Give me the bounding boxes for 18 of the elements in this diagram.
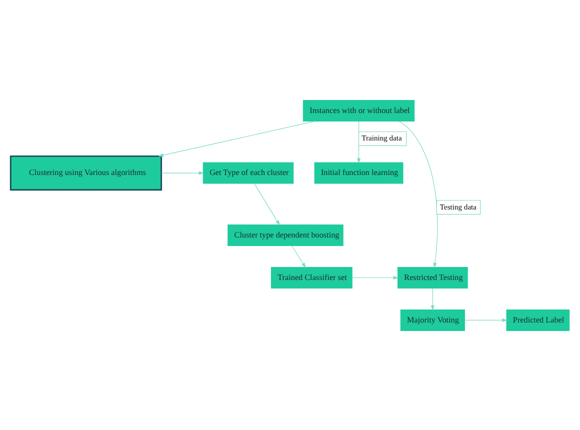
arrow [158,120,315,156]
arrow [430,288,434,310]
arrow [398,120,438,268]
arrow [464,318,508,322]
node-box: Clustering using Various algorithms [10,154,162,190]
node-box: Initial function learning [314,162,404,184]
arrow [161,170,204,174]
arrow [292,245,306,268]
arrow [352,275,399,280]
node-box: Majority Voting [400,308,465,330]
node-box: Get Type of each cluster [202,162,294,184]
node-box: Restricted Testing [397,266,468,288]
node-box: Instances with or without label [302,100,415,122]
node-box: Cluster type dependent boosting [228,224,344,246]
node-box: Predicted Label [506,308,570,330]
arrow [356,120,361,163]
arrow [254,182,280,226]
node-box: Trained Classifier set [270,266,352,288]
